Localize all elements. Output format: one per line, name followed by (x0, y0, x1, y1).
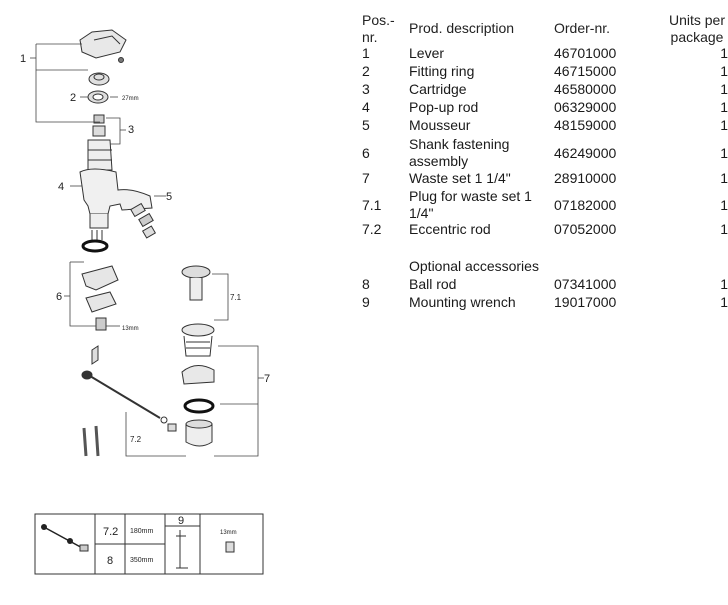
label-7: 7 (264, 373, 270, 385)
cell-units: 1 (720, 197, 728, 213)
cell-desc: Pop-up rod (409, 99, 479, 115)
cell-desc: Lever (409, 45, 445, 61)
cell-order: 07182000 (554, 197, 617, 213)
mounting-wrench-drawing (176, 530, 188, 569)
optional-table-row: 9 Mounting wrench 19017000 1 (356, 294, 728, 312)
cell-pos: 7 (362, 170, 370, 186)
cell-pos: 7.2 (362, 221, 382, 237)
label-3: 3 (128, 124, 134, 136)
header-order: Order-nr. (554, 20, 611, 36)
cell-desc: Fitting ring (409, 63, 475, 79)
lever-part (79, 29, 127, 63)
cell-desc: Mounting wrench (409, 294, 516, 310)
label-4: 4 (58, 181, 64, 193)
accessories-legend: 7.2 180mm 8 350mm 9 13mm (34, 513, 264, 575)
faucet-body-part (79, 168, 153, 240)
cell-desc: Cartridge (409, 81, 467, 97)
cell-order: 46580000 (554, 81, 617, 97)
header-pos: Pos.- nr. (362, 12, 395, 45)
cell-desc: Ball rod (409, 276, 457, 292)
cell-pos: 2 (362, 63, 370, 79)
table-header-row: Pos.- nr. Prod. description Order-nr. Un… (356, 12, 728, 46)
table-row: 1 Lever 46701000 1 (356, 45, 728, 63)
mousseur-part (130, 202, 157, 239)
supply-hoses (82, 425, 100, 457)
exploded-parts-diagram: 1 2 3 4 5 6 7 7.1 7.2 27mm 13mm 7.2 (0, 0, 300, 600)
cell-units: 1 (720, 63, 728, 79)
label-6: 6 (56, 291, 62, 303)
label-7-2: 7.2 (130, 435, 142, 444)
header-description: Prod. description (409, 20, 515, 36)
legend-pos-9: 9 (178, 515, 184, 527)
dim-27mm: 27mm (122, 96, 139, 102)
legend-len-350mm: 350mm (130, 557, 154, 564)
label-7-1: 7.1 (230, 293, 242, 302)
cell-order: 07052000 (554, 221, 617, 237)
optional-accessories-title: Optional accessories (409, 258, 539, 274)
table-row: 4 Pop-up rod 06329000 1 (356, 99, 728, 117)
cell-desc: Mousseur (409, 117, 471, 133)
cell-units: 1 (720, 145, 728, 161)
label-1: 1 (20, 53, 26, 65)
fitting-ring-part (87, 72, 110, 104)
cell-order: 07341000 (554, 276, 617, 292)
optional-table-row: 8 Ball rod 07341000 1 (356, 276, 728, 294)
cell-units: 1 (720, 99, 728, 115)
cell-units: 1 (720, 81, 728, 97)
cell-units: 1 (720, 294, 728, 310)
cell-pos: 4 (362, 99, 370, 115)
header-units: Units per package (668, 12, 726, 45)
cell-desc: Plug for waste set 1 1/4" (409, 188, 532, 221)
label-2: 2 (70, 92, 76, 104)
cell-pos: 8 (362, 276, 370, 292)
cell-desc: Shank fastening assembly (409, 136, 510, 169)
table-row: 7.2 Eccentric rod 07052000 1 (356, 221, 728, 239)
cartridge-part (87, 114, 113, 171)
cell-desc: Waste set 1 1/4" (409, 170, 511, 186)
dim-13mm: 13mm (122, 326, 139, 332)
cell-desc: Eccentric rod (409, 221, 491, 237)
table-row: 7 Waste set 1 1/4" 28910000 1 (356, 170, 728, 188)
cell-order: 19017000 (554, 294, 617, 310)
cell-units: 1 (720, 170, 728, 186)
legend-pos-8: 8 (107, 555, 113, 567)
table-row: 7.1 Plug for waste set 1 1/4" 07182000 1 (356, 188, 728, 222)
leader-lines (30, 43, 264, 457)
cell-pos: 3 (362, 81, 370, 97)
table-row: 6 Shank fastening assembly 46249000 1 (356, 136, 728, 170)
eccentric-rod-part (81, 345, 177, 432)
legend-pos-7-2: 7.2 (103, 526, 118, 538)
plug-part (181, 265, 211, 301)
o-ring (81, 239, 109, 253)
cell-pos: 6 (362, 145, 370, 161)
cell-order: 46701000 (554, 45, 617, 61)
cell-pos: 9 (362, 294, 370, 310)
cell-pos: 7.1 (362, 197, 382, 213)
legend-len-180mm: 180mm (130, 528, 154, 535)
cell-pos: 1 (362, 45, 370, 61)
cell-units: 1 (720, 221, 728, 237)
fitting-13mm-drawing (225, 541, 235, 553)
cell-pos: 5 (362, 117, 370, 133)
legend-dim-13mm: 13mm (220, 530, 237, 536)
cell-units: 1 (720, 276, 728, 292)
waste-set-part (181, 323, 215, 447)
table-row: 5 Mousseur 48159000 1 (356, 117, 728, 135)
cell-units: 1 (720, 45, 728, 61)
table-row: 3 Cartridge 46580000 1 (356, 81, 728, 99)
cell-order: 06329000 (554, 99, 617, 115)
cell-order: 48159000 (554, 117, 617, 133)
cell-order: 28910000 (554, 170, 617, 186)
cell-order: 46249000 (554, 145, 617, 161)
ball-rod-drawing (41, 524, 89, 552)
cell-order: 46715000 (554, 63, 617, 79)
label-5: 5 (166, 191, 172, 203)
table-row: 2 Fitting ring 46715000 1 (356, 63, 728, 81)
cell-units: 1 (720, 117, 728, 133)
shank-fastening-part (81, 265, 119, 331)
parts-drawing: 1 2 3 4 5 6 7 7.1 7.2 27mm 13mm 7.2 (20, 29, 270, 575)
